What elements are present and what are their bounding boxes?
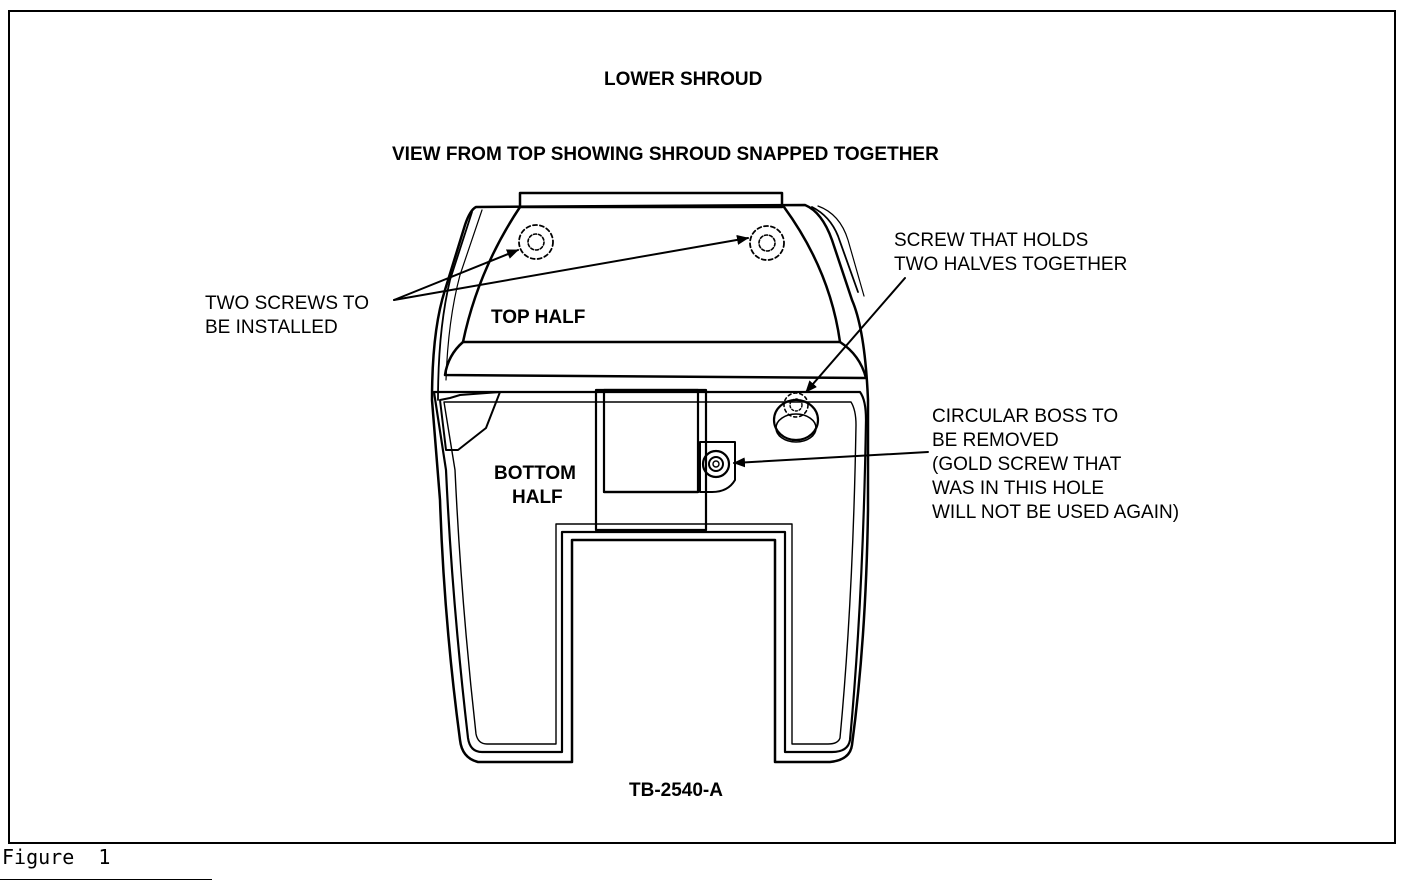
center-channel-inner xyxy=(602,388,700,494)
label-boss-line3: (GOLD SCREW THAT xyxy=(932,454,1122,475)
circular-boss xyxy=(701,449,731,479)
shroud-outer-outline xyxy=(430,203,870,764)
caption-rule xyxy=(0,879,212,880)
label-boss-line1: CIRCULAR BOSS TO xyxy=(932,406,1119,427)
figure-caption: Figure 1 xyxy=(2,845,111,869)
screw-to-install-left xyxy=(518,224,554,260)
top-half-bottom-edge xyxy=(443,340,868,380)
figure-code: TB-2540-A xyxy=(629,780,723,801)
figure-frame xyxy=(8,10,1396,844)
label-two-screws-line1: TWO SCREWS TO xyxy=(205,293,369,314)
top-half-panel xyxy=(461,205,842,344)
circular-boss-mount xyxy=(699,441,736,493)
label-boss-line4: WAS IN THIS HOLE xyxy=(932,478,1105,499)
arrow-to-holding-screw xyxy=(805,277,906,393)
label-boss-line5: WILL NOT BE USED AGAIN) xyxy=(932,502,1180,523)
bottom-half-inner-outline xyxy=(443,401,857,745)
diagram-title: LOWER SHROUD xyxy=(604,69,763,90)
label-bottom-half-line2: HALF xyxy=(512,487,563,508)
label-two-screws-line2: BE INSTALLED xyxy=(205,317,338,338)
center-channel-outer xyxy=(594,388,708,532)
label-screw-holds-line1: SCREW THAT HOLDS xyxy=(894,230,1089,251)
screw-to-install-right xyxy=(749,225,785,261)
shroud-left-rim xyxy=(437,211,473,401)
label-top-half: TOP HALF xyxy=(491,307,586,328)
bottom-half-outline xyxy=(432,390,868,754)
left-clip xyxy=(439,391,501,451)
diagram-subtitle: VIEW FROM TOP SHOWING SHROUD SNAPPED TOG… xyxy=(392,144,939,165)
arrow-to-circular-boss xyxy=(733,451,929,468)
label-boss-line2: BE REMOVED xyxy=(932,430,1059,451)
label-screw-holds-line2: TWO HALVES TOGETHER xyxy=(894,254,1128,275)
shroud-right-rim xyxy=(811,206,859,293)
label-bottom-half-line1: BOTTOM xyxy=(494,463,576,484)
right-boss-base xyxy=(772,398,820,442)
arrow-to-right-screw xyxy=(393,234,749,301)
arrow-to-left-screw xyxy=(393,249,519,301)
holding-screw xyxy=(783,392,809,418)
shroud-right-rim-2 xyxy=(817,205,865,297)
